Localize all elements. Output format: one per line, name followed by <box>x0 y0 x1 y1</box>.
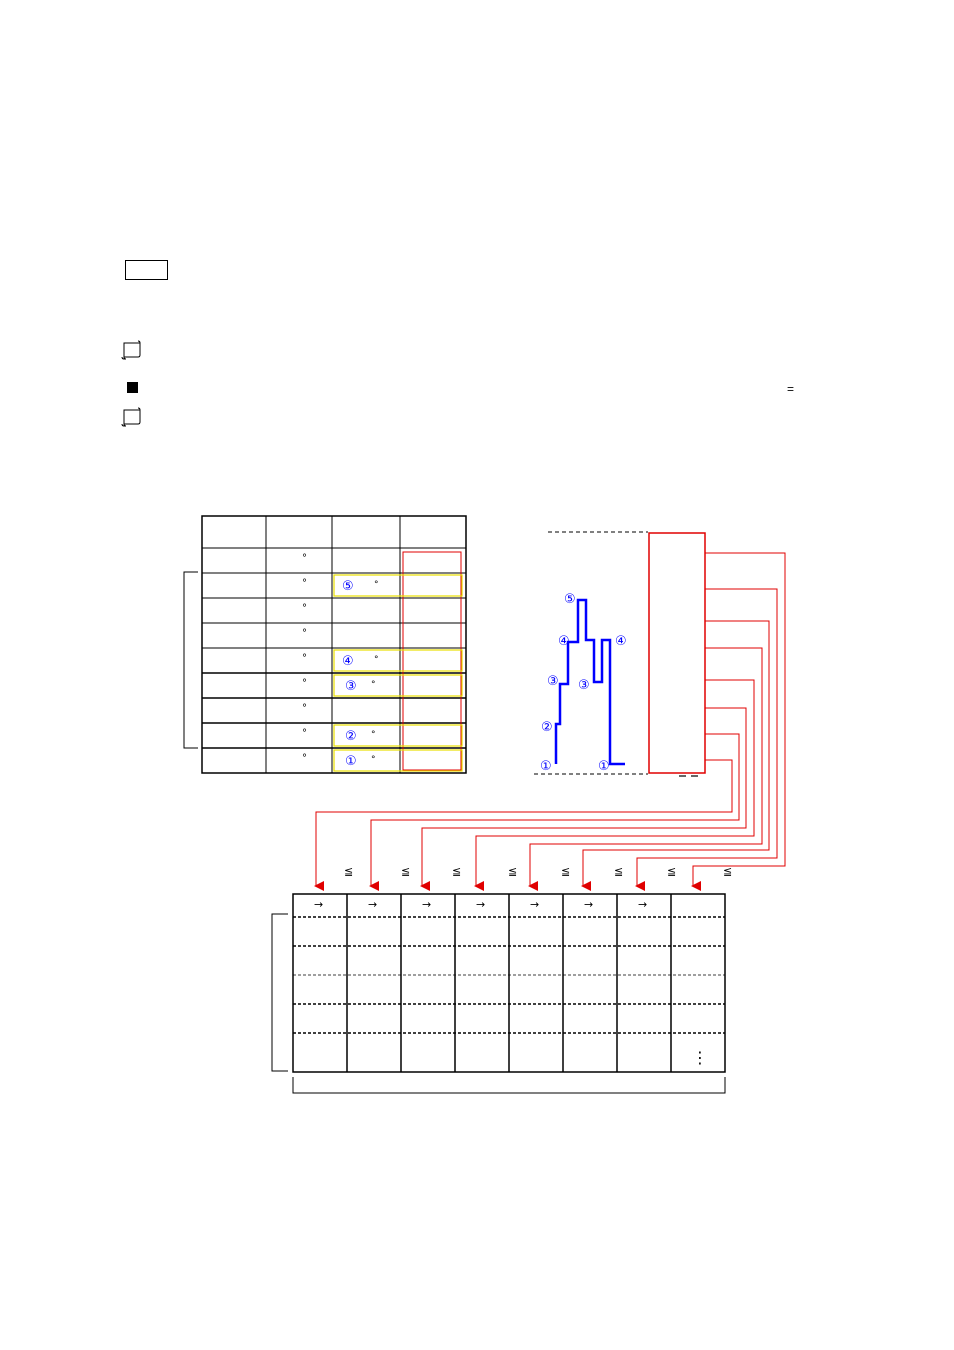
le-mark: ≦ <box>401 865 410 878</box>
step-label-4: ④ <box>342 654 354 669</box>
deg-mark: ° <box>302 728 307 739</box>
black-square-icon <box>127 382 138 393</box>
deg-mark: ° <box>302 578 307 589</box>
deg-mark: ° <box>302 678 307 689</box>
profile-line <box>554 598 625 766</box>
profile-label: ③ <box>578 678 590 693</box>
deg-mark: ° <box>302 753 307 764</box>
scroll-icon <box>121 407 141 427</box>
profile-label: ④ <box>558 634 570 649</box>
le-mark: ≦ <box>667 865 676 878</box>
deg-mark: ° <box>371 755 376 765</box>
equals-sign: = <box>787 382 795 396</box>
header-arrow: → <box>476 898 485 911</box>
profile-label: ① <box>540 759 552 774</box>
le-mark: ≦ <box>561 865 570 878</box>
deg-mark: ° <box>374 580 379 590</box>
le-mark: ≦ <box>452 865 461 878</box>
deg-mark: ° <box>302 603 307 614</box>
header-arrow: → <box>368 898 377 911</box>
deg-mark: ° <box>302 653 307 664</box>
deg-mark: ° <box>371 680 376 690</box>
bottom-table <box>271 893 726 1094</box>
header-arrow: → <box>584 898 593 911</box>
step-label-3: ③ <box>345 679 357 694</box>
deg-mark: ° <box>371 730 376 740</box>
profile-label: ③ <box>547 674 559 689</box>
header-arrow: → <box>314 898 323 911</box>
step-label-5: ⑤ <box>342 579 354 594</box>
header-arrow: → <box>422 898 431 911</box>
step-label-1: ① <box>345 754 357 769</box>
deg-mark: ° <box>302 628 307 639</box>
le-mark: ≦ <box>344 865 353 878</box>
left-table <box>183 515 467 774</box>
header-arrow: → <box>530 898 539 911</box>
vertical-ellipsis: ⋮ <box>692 1048 708 1067</box>
profile-label: ⑤ <box>564 592 576 607</box>
header-arrow: → <box>638 898 647 911</box>
profile-label: ② <box>541 720 553 735</box>
scroll-icon <box>121 340 141 360</box>
step-label-2: ② <box>345 729 357 744</box>
red-column-box <box>648 532 706 774</box>
le-mark: ≦ <box>508 865 517 878</box>
label-box <box>125 260 168 280</box>
profile-label: ④ <box>615 634 627 649</box>
deg-mark: ° <box>302 703 307 714</box>
le-mark: ≦ <box>614 865 623 878</box>
profile-label: ① <box>598 759 610 774</box>
le-mark: ≦ <box>723 865 732 878</box>
deg-mark: ° <box>302 553 307 564</box>
deg-mark: ° <box>374 655 379 665</box>
